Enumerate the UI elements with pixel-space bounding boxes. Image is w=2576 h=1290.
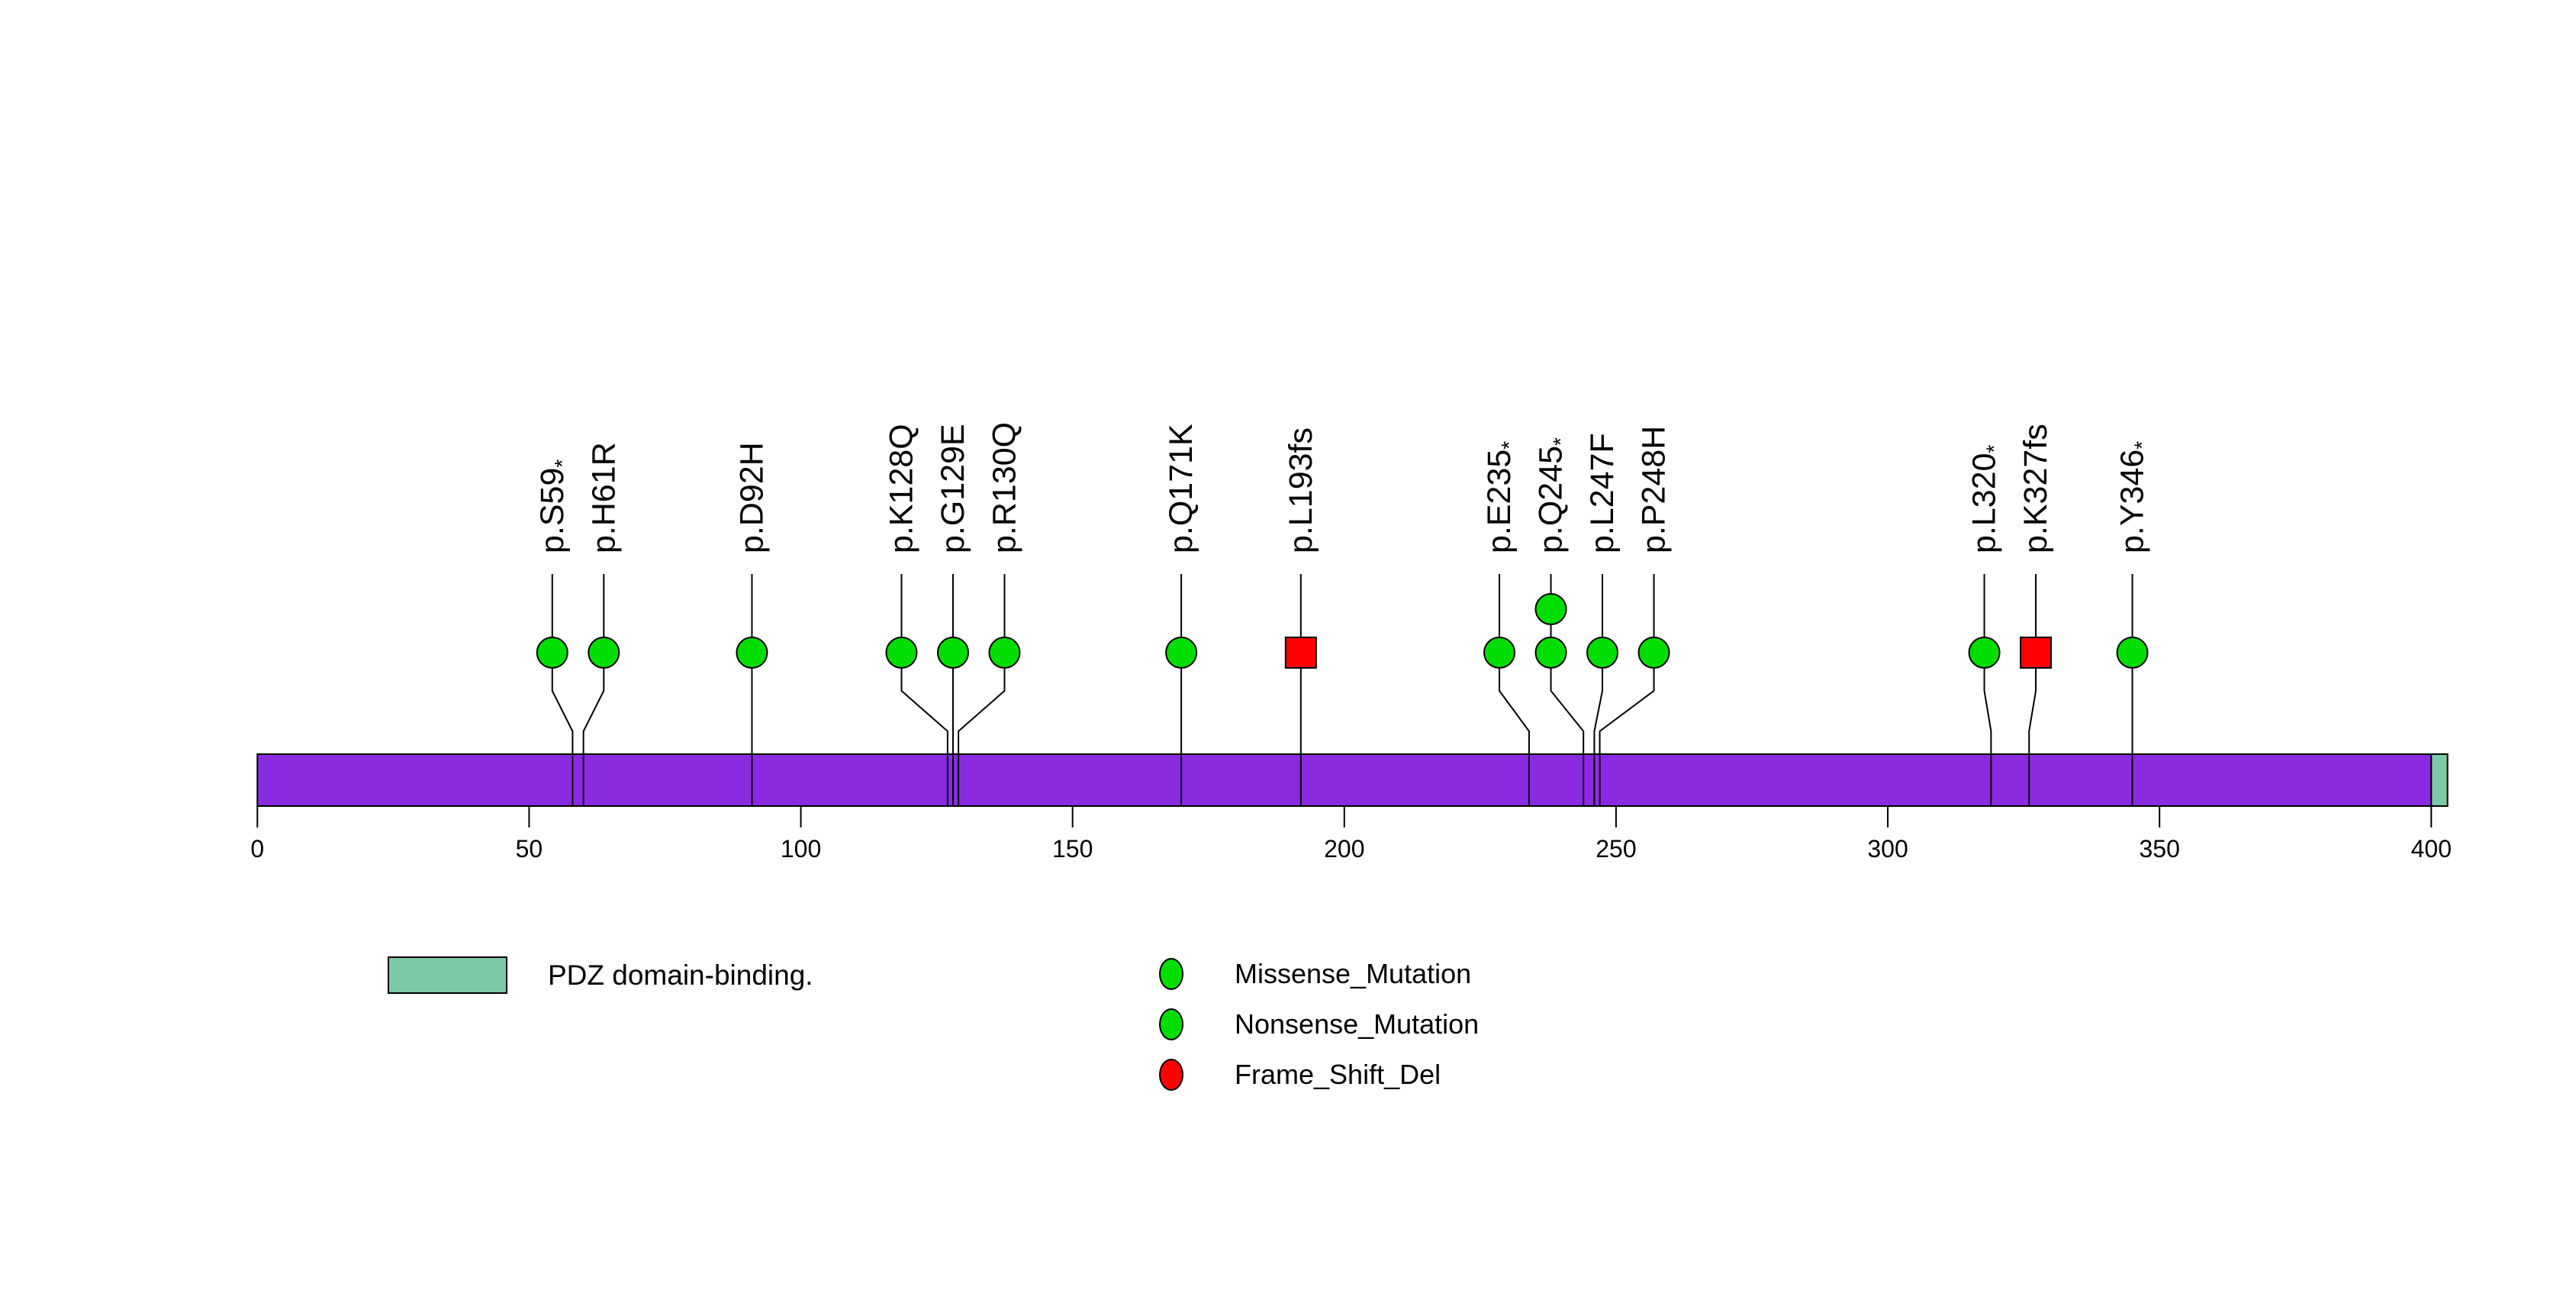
mutation-label: p.L320* <box>1966 444 2006 553</box>
mutation-marker <box>1637 637 1670 669</box>
mutation-marker <box>1165 637 1198 669</box>
legend-item-nonsense: Nonsense_Mutation <box>1159 1008 1479 1040</box>
legend-mutations: Missense_Mutation Nonsense_Mutation Fram… <box>1159 958 1479 1091</box>
mutation-label: p.P248H <box>1636 426 1673 553</box>
frameshift-legend-label: Frame_Shift_Del <box>1235 1059 1441 1090</box>
mutation-marker <box>1586 637 1619 669</box>
mutation-marker <box>2020 637 2053 669</box>
mutation-label: p.R130Q <box>986 422 1022 553</box>
domain-legend-label: PDZ domain-binding. <box>548 959 813 991</box>
frameshift-marker-icon <box>1159 1059 1183 1091</box>
mutation-marker <box>936 637 969 669</box>
mutation-stem <box>1593 574 1604 806</box>
mutation-label: p.E235* <box>1481 441 1521 553</box>
mutation-label: p.K128Q <box>883 424 919 553</box>
axis-tick-label: 50 <box>516 835 543 863</box>
mutation-label: p.L247F <box>1584 433 1621 553</box>
mutation-stem <box>2028 574 2037 806</box>
mutation-marker <box>1284 637 1317 669</box>
missense-marker-icon <box>1159 958 1183 990</box>
axis-tick-label: 100 <box>781 835 821 863</box>
domain-color-swatch <box>388 956 507 994</box>
mutation-marker <box>1483 637 1516 669</box>
axis-tick-label: 350 <box>2139 835 2179 863</box>
mutation-marker <box>1534 593 1567 625</box>
mutation-marker <box>2116 637 2149 669</box>
mutation-marker <box>736 637 768 669</box>
mutation-stem <box>551 574 574 806</box>
axis-tick-label: 0 <box>250 835 264 863</box>
legend-item-frameshift: Frame_Shift_Del <box>1159 1059 1479 1091</box>
mutation-marker <box>588 637 620 669</box>
mutation-marker <box>536 637 568 669</box>
mutation-label: p.Q245* <box>1533 437 1573 553</box>
missense-legend-label: Missense_Mutation <box>1235 958 1472 989</box>
mutation-marker <box>885 637 918 669</box>
mutation-marker <box>1534 637 1567 669</box>
mutation-label: p.H61R <box>585 442 622 553</box>
nonsense-marker-icon <box>1159 1008 1183 1040</box>
axis-tick-label: 250 <box>1596 835 1636 863</box>
mutation-marker <box>1968 637 2001 669</box>
axis-tick-label: 150 <box>1052 835 1093 863</box>
legend-domain: PDZ domain-binding. <box>388 956 813 994</box>
mutation-stem <box>1550 574 1585 806</box>
nonsense-legend-label: Nonsense_Mutation <box>1235 1008 1480 1040</box>
mutation-stem <box>1499 574 1530 806</box>
mutation-label: p.S59* <box>534 460 574 553</box>
mutation-stem <box>1983 574 1992 806</box>
axis-tick-label: 300 <box>1867 835 1908 863</box>
mutation-label: p.D92H <box>733 442 770 553</box>
axis-tick-label: 200 <box>1324 835 1364 863</box>
mutation-label: p.K327fs <box>2017 424 2054 553</box>
axis-tick-label: 400 <box>2411 835 2452 863</box>
mutation-label: p.Y346* <box>2114 441 2154 553</box>
domain-rect <box>2430 753 2449 807</box>
mutation-label: p.Q171K <box>1163 424 1199 553</box>
mutation-stem <box>1599 574 1655 806</box>
mutation-label: p.G129E <box>935 424 971 553</box>
mutation-marker <box>988 637 1021 669</box>
mutation-stem <box>900 574 948 806</box>
mutation-stem <box>582 574 605 806</box>
protein-bar <box>256 753 2433 807</box>
mutation-label: p.L193fs <box>1283 427 1319 553</box>
mutation-stem <box>958 574 1006 806</box>
legend-item-missense: Missense_Mutation <box>1159 958 1479 990</box>
